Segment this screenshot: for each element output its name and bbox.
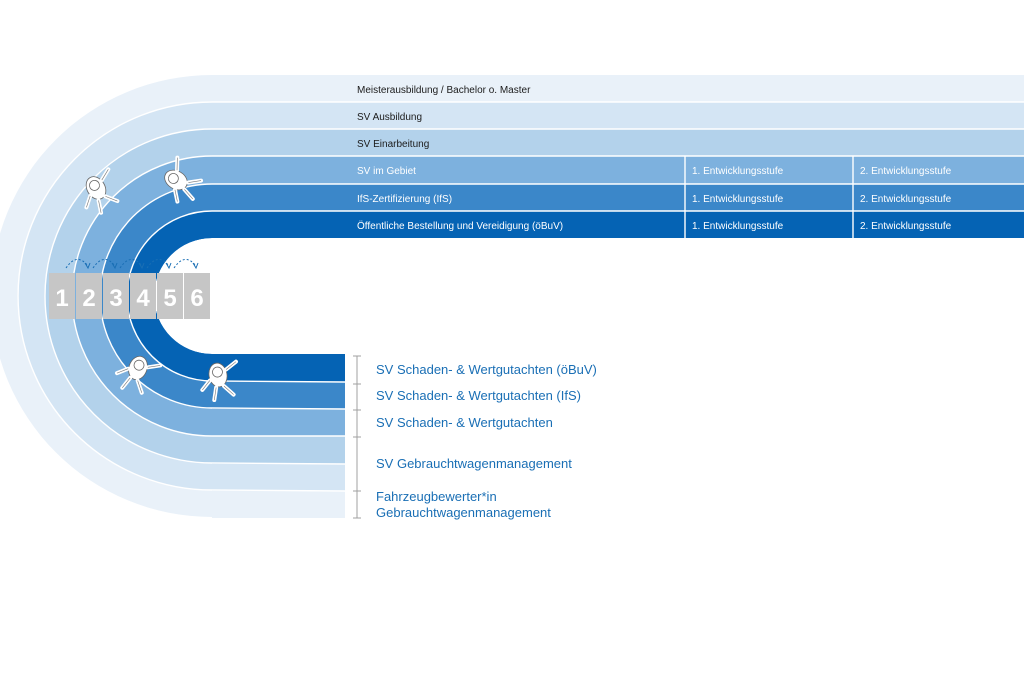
lane-divider: [17, 101, 1024, 492]
lane-number: 4: [136, 285, 150, 312]
row-label: SV im Gebiet: [357, 166, 416, 177]
lane-number: 1: [55, 285, 68, 312]
career-path-label: SV Schaden- & Wertgutachten: [376, 415, 553, 430]
row-label: IfS-Zertifizierung (IfS): [357, 194, 452, 205]
career-path-label: SV Gebrauchtwagenmanagement: [376, 456, 572, 471]
start-block: [49, 273, 75, 319]
lane-divider: [44, 128, 1024, 465]
runner-icon: [114, 355, 163, 395]
lane-number: 5: [163, 285, 176, 312]
runner-icon: [164, 155, 204, 204]
career-path-label: Gebrauchtwagenmanagement: [376, 505, 551, 520]
track-lane-6: [127, 211, 1024, 382]
arrow-head-icon: [138, 262, 145, 270]
lane-change-arrow-icon: [173, 259, 197, 269]
row-label: SV Ausbildung: [357, 112, 422, 123]
start-block: [184, 273, 210, 319]
arrow-head-icon: [84, 262, 91, 270]
start-block: [157, 273, 183, 319]
stage-label: 2. Entwicklungsstufe: [860, 194, 952, 205]
stage-label: 1. Entwicklungsstufe: [692, 194, 784, 205]
lane-number: 6: [190, 285, 203, 312]
stage-label: 2. Entwicklungsstufe: [860, 221, 952, 232]
career-path-label: SV Schaden- & Wertgutachten (öBuV): [376, 362, 597, 377]
arrow-head-icon: [111, 262, 118, 270]
start-block: [103, 273, 129, 319]
lane-number: 2: [82, 285, 95, 312]
stage-label: 1. Entwicklungsstufe: [692, 166, 784, 177]
runner-icon: [84, 167, 120, 215]
career-path-label: Fahrzeugbewerter*in: [376, 489, 497, 504]
stage-label: 1. Entwicklungsstufe: [692, 221, 784, 232]
start-block: [130, 273, 156, 319]
lane-number: 3: [109, 285, 122, 312]
career-path-label: SV Schaden- & Wertgutachten (IfS): [376, 388, 581, 403]
stage-label: 2. Entwicklungsstufe: [860, 166, 952, 177]
runner-icon: [200, 359, 238, 403]
row-label: Öffentliche Bestellung und Vereidigung (…: [357, 220, 563, 232]
start-block: [76, 273, 102, 319]
arrow-head-icon: [165, 262, 172, 270]
row-label: Meisterausbildung / Bachelor o. Master: [357, 85, 531, 96]
row-label: SV Einarbeitung: [357, 139, 429, 150]
arrow-head-icon: [192, 262, 199, 270]
